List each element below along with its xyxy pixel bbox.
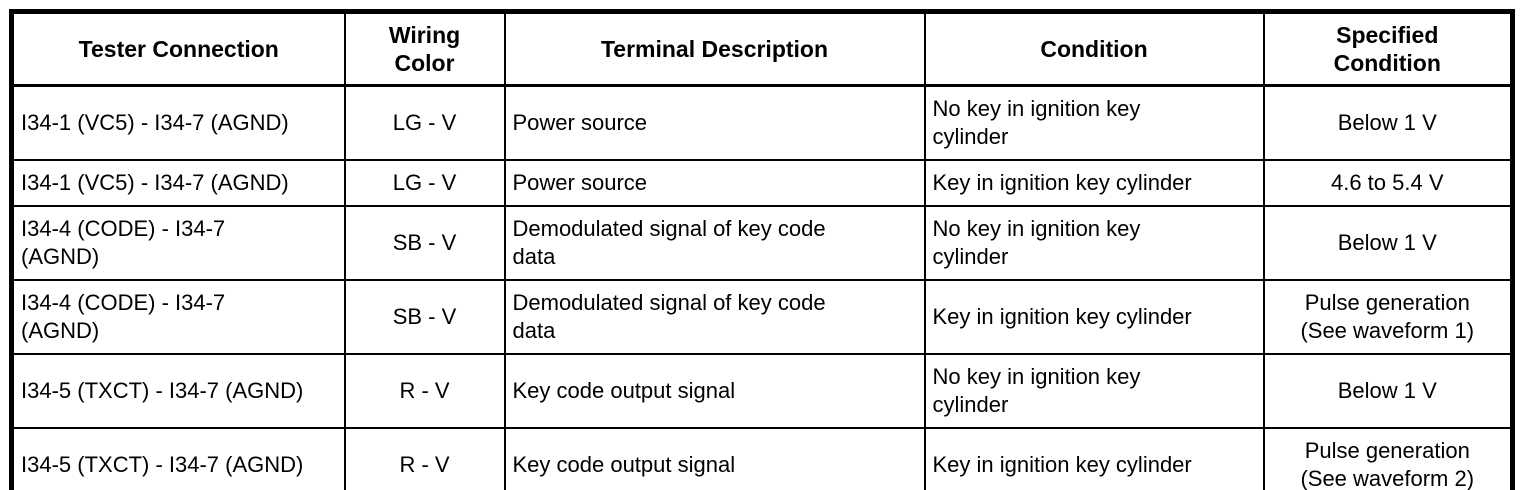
cell-tester-connection: I34-1 (VC5) - I34-7 (AGND) bbox=[10, 84, 346, 161]
cell-condition: Key in ignition key cylinder bbox=[923, 427, 1265, 490]
col-header-terminal-description: Terminal Description bbox=[503, 10, 926, 87]
cell-tester-connection: I34-1 (VC5) - I34-7 (AGND) bbox=[10, 159, 346, 207]
cell-terminal-description: Key code output signal bbox=[503, 353, 926, 429]
cell-condition: No key in ignition key cylinder bbox=[923, 205, 1265, 281]
cell-wiring-color: SB - V bbox=[343, 279, 506, 355]
cell-tester-connection: I34-5 (TXCT) - I34-7 (AGND) bbox=[10, 353, 346, 429]
table-row: I34-4 (CODE) - I34-7 (AGND) SB - V Demod… bbox=[10, 279, 1514, 355]
table-row: I34-5 (TXCT) - I34-7 (AGND) R - V Key co… bbox=[10, 427, 1514, 490]
cell-terminal-description: Power source bbox=[503, 84, 926, 161]
col-header-specified-condition: Specified Condition bbox=[1262, 10, 1514, 87]
table-row: I34-1 (VC5) - I34-7 (AGND) LG - V Power … bbox=[10, 84, 1514, 161]
cell-tester-connection: I34-4 (CODE) - I34-7 (AGND) bbox=[10, 279, 346, 355]
cell-specified-condition: Below 1 V bbox=[1262, 353, 1514, 429]
cell-wiring-color: R - V bbox=[343, 353, 506, 429]
col-header-condition: Condition bbox=[923, 10, 1265, 87]
col-header-wiring-color: Wiring Color bbox=[343, 10, 506, 87]
cell-condition: Key in ignition key cylinder bbox=[923, 159, 1265, 207]
header-row: Tester Connection Wiring Color Terminal … bbox=[10, 10, 1514, 87]
cell-terminal-description: Power source bbox=[503, 159, 926, 207]
cell-condition: No key in ignition key cylinder bbox=[923, 353, 1265, 429]
table-row: I34-5 (TXCT) - I34-7 (AGND) R - V Key co… bbox=[10, 353, 1514, 429]
cell-specified-condition: Pulse generation (See waveform 2) bbox=[1262, 427, 1514, 490]
cell-wiring-color: SB - V bbox=[343, 205, 506, 281]
cell-specified-condition: Below 1 V bbox=[1262, 205, 1514, 281]
cell-specified-condition: Pulse generation (See waveform 1) bbox=[1262, 279, 1514, 355]
cell-specified-condition: 4.6 to 5.4 V bbox=[1262, 159, 1514, 207]
terminal-inspection-table: Tester Connection Wiring Color Terminal … bbox=[9, 9, 1515, 490]
cell-wiring-color: R - V bbox=[343, 427, 506, 490]
cell-terminal-description: Key code output signal bbox=[503, 427, 926, 490]
cell-specified-condition: Below 1 V bbox=[1262, 84, 1514, 161]
cell-condition: Key in ignition key cylinder bbox=[923, 279, 1265, 355]
col-header-tester-connection: Tester Connection bbox=[10, 10, 346, 87]
table-row: I34-1 (VC5) - I34-7 (AGND) LG - V Power … bbox=[10, 159, 1514, 207]
cell-tester-connection: I34-5 (TXCT) - I34-7 (AGND) bbox=[10, 427, 346, 490]
cell-terminal-description: Demodulated signal of key code data bbox=[503, 279, 926, 355]
cell-wiring-color: LG - V bbox=[343, 84, 506, 161]
table-row: I34-4 (CODE) - I34-7 (AGND) SB - V Demod… bbox=[10, 205, 1514, 281]
cell-condition: No key in ignition key cylinder bbox=[923, 84, 1265, 161]
cell-tester-connection: I34-4 (CODE) - I34-7 (AGND) bbox=[10, 205, 346, 281]
cell-wiring-color: LG - V bbox=[343, 159, 506, 207]
cell-terminal-description: Demodulated signal of key code data bbox=[503, 205, 926, 281]
